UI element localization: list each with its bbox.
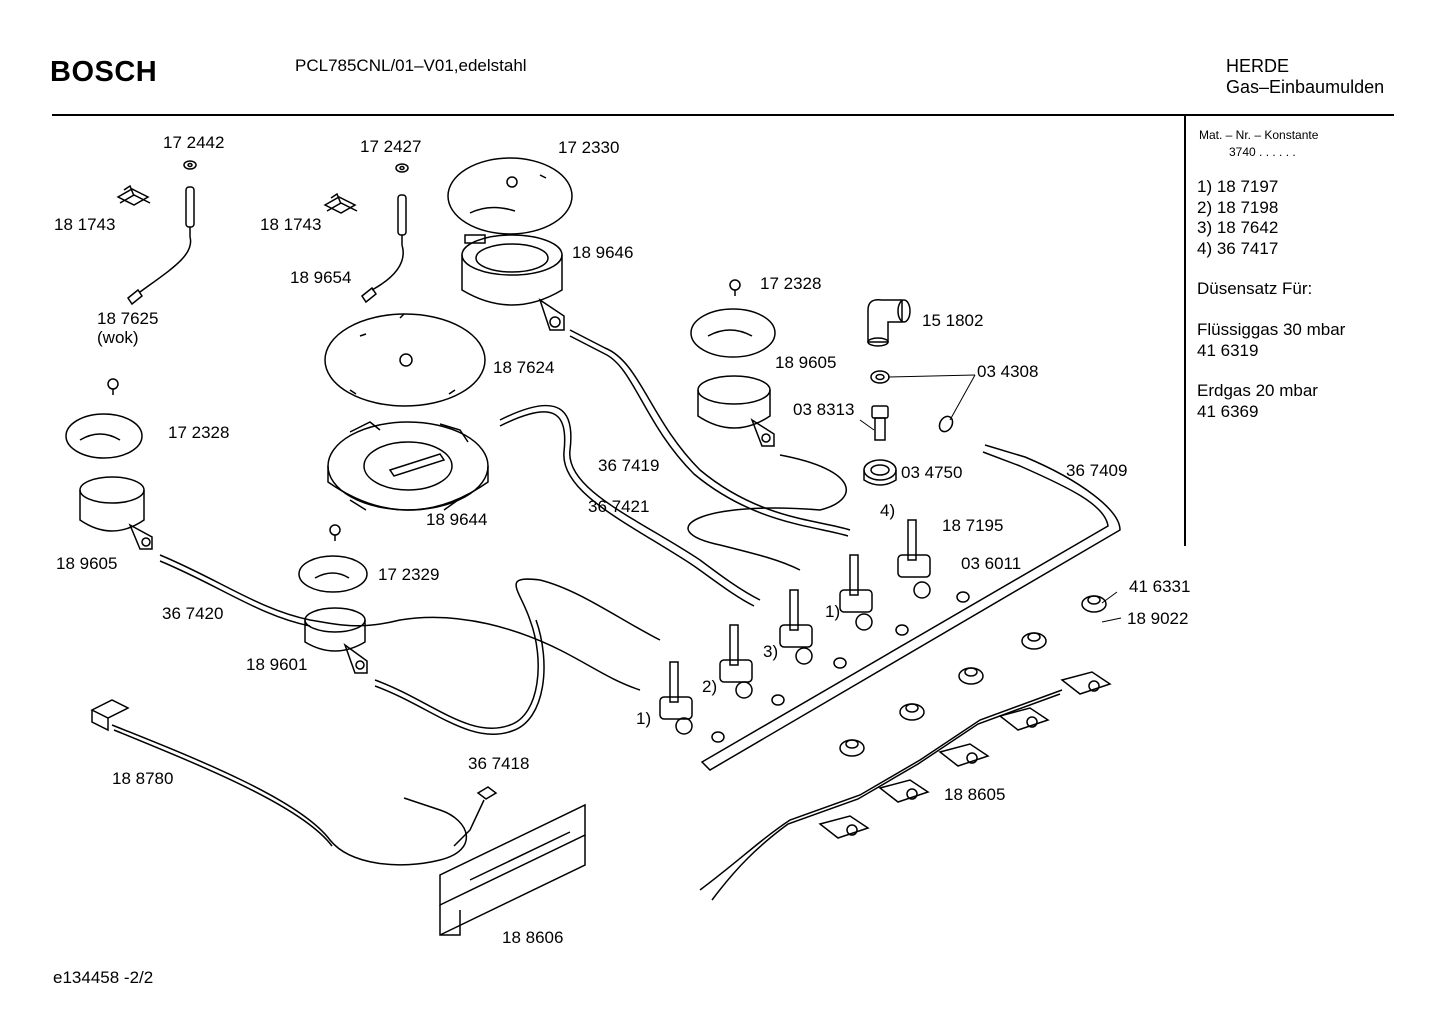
part-label: 17 2330	[558, 138, 619, 157]
mat-label: Mat. – Nr. – Konstante	[1199, 128, 1319, 142]
part-label: 18 9605	[56, 554, 117, 573]
seal-ring-icon	[711, 591, 970, 743]
part-label: 17 2442	[163, 133, 224, 152]
heat-shield-plate-icon	[447, 157, 573, 235]
part-label: 36 7419	[598, 456, 659, 475]
part-label: 36 7420	[162, 604, 223, 623]
heat-shield-plate-icon	[298, 555, 368, 593]
igniter-clip-icon	[323, 192, 358, 214]
variant-marker: 4)	[880, 501, 895, 520]
burner-housing-icon	[461, 234, 565, 331]
part-label: 17 2328	[760, 274, 821, 293]
main-burner-icon	[327, 421, 489, 511]
gas-valve-icon	[897, 519, 931, 599]
gas-valve-icon	[719, 624, 753, 699]
part-label: 18 9654	[290, 268, 351, 287]
part-label: 18 1743	[54, 215, 115, 234]
part-label: 17 2427	[360, 137, 421, 156]
part-label: 18 7624	[493, 358, 554, 377]
part-label: 36 7418	[468, 754, 529, 773]
part-label: 18 7195	[942, 516, 1003, 535]
part-label: 18 9646	[572, 243, 633, 262]
switch-knob-icon	[839, 595, 1107, 757]
igniter-clip-icon	[116, 184, 151, 206]
variant-3: 3) 18 7642	[1197, 218, 1279, 237]
part-label: 18 9644	[426, 510, 487, 529]
sidebar-divider	[1184, 116, 1186, 546]
ng-number: 41 6369	[1197, 402, 1259, 421]
screw-icon	[729, 279, 741, 296]
nozzle-icon	[871, 405, 889, 441]
category-subtitle: Gas–Einbaumulden	[1226, 77, 1385, 97]
part-label: 41 6331	[1129, 577, 1190, 596]
gas-valve-icon	[779, 589, 813, 665]
gas-valve-icon	[839, 554, 873, 631]
variant-marker: 2)	[702, 677, 717, 696]
washer-icon	[870, 370, 890, 384]
mat-value: 3740 . . . . . .	[1229, 145, 1296, 159]
part-label: 18 8780	[112, 769, 173, 788]
category-title: HERDE	[1226, 56, 1290, 76]
screw-icon	[329, 524, 341, 541]
lpg-label: Flüssiggas 30 mbar	[1197, 320, 1346, 339]
part-label: 18 7625	[97, 309, 158, 328]
heat-shield-plate-icon	[324, 313, 486, 407]
washer-icon	[938, 415, 954, 433]
nut-icon	[863, 459, 897, 486]
heat-shield-plate-icon	[690, 308, 776, 358]
gas-valve-icon	[659, 661, 693, 735]
ignition-switch-icon	[818, 671, 1112, 839]
washer-icon	[395, 163, 409, 173]
part-label: 18 9022	[1127, 609, 1188, 628]
model-number: PCL785CNL/01–V01,edelstahl	[295, 56, 527, 75]
burner-housing-icon	[304, 607, 368, 674]
screw-icon	[107, 378, 119, 395]
part-label: 17 2328	[168, 423, 229, 442]
ng-label: Erdgas 20 mbar	[1197, 381, 1318, 400]
burner-housing-icon	[79, 476, 153, 550]
variant-2: 2) 18 7198	[1197, 198, 1279, 217]
document-code: e134458 -2/2	[53, 968, 154, 987]
part-label: 03 4750	[901, 463, 962, 482]
heat-shield-plate-icon	[65, 413, 143, 459]
part-label: 03 8313	[793, 400, 854, 419]
part-label: 36 7409	[1066, 461, 1127, 480]
part-label: 18 9601	[246, 655, 307, 674]
thermocouple-icon	[360, 194, 407, 304]
part-label: 03 6011	[961, 554, 1021, 573]
variant-marker: 3)	[763, 642, 778, 661]
washer-icon	[183, 160, 197, 170]
cable-connector-icon	[90, 699, 498, 866]
ignition-module-icon	[439, 803, 586, 936]
elbow-fitting-icon	[867, 298, 911, 347]
brand-logo: BOSCH	[50, 56, 158, 88]
gas-pipe-icon	[159, 329, 1121, 771]
part-label: 18 1743	[260, 215, 321, 234]
lpg-number: 41 6319	[1197, 341, 1259, 360]
burner-housing-icon	[697, 375, 775, 447]
part-label: 15 1802	[922, 311, 983, 330]
variant-1: 1) 18 7197	[1197, 177, 1279, 196]
part-label: 18 8605	[944, 785, 1005, 804]
part-label: 03 4308	[977, 362, 1038, 381]
variant-4: 4) 36 7417	[1197, 239, 1279, 258]
part-label: 17 2329	[378, 565, 439, 584]
variant-marker: 1)	[636, 709, 651, 728]
wiring-harness-icon	[699, 689, 1063, 901]
thermocouple-icon	[126, 186, 195, 306]
variant-marker: 1)	[825, 602, 840, 621]
part-label: 36 7421	[588, 497, 649, 516]
part-label: (wok)	[97, 328, 139, 347]
header-divider	[52, 114, 1394, 116]
part-label: 18 8606	[502, 928, 563, 947]
nozzle-title: Düsensatz Für:	[1197, 279, 1313, 298]
part-label: 18 9605	[775, 353, 836, 372]
